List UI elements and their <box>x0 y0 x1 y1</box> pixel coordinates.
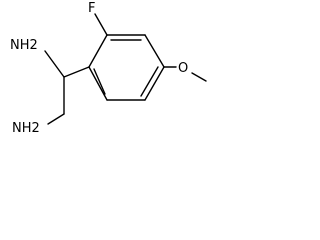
bond-ring-4 <box>144 66 165 101</box>
bond-ring-6 <box>88 66 108 101</box>
structure-diagram: F O NH2 NH2 <box>10 1 207 136</box>
bond-ring-ch <box>63 66 90 78</box>
bond-ch-nh2 <box>44 50 65 78</box>
bond-ring-6-inner <box>93 68 106 95</box>
oxygen-label: O <box>178 61 188 76</box>
bond-ring-3 <box>144 34 165 68</box>
bond-o-ch3 <box>191 72 207 82</box>
bond-c-f <box>94 13 108 36</box>
bond-ring-1 <box>88 34 108 68</box>
amine-top-label: NH2 <box>10 38 38 53</box>
bond-ch2-nh2 <box>47 113 65 125</box>
bonds <box>44 13 207 125</box>
fluorine-label: F <box>88 1 95 16</box>
amine-bottom-label: NH2 <box>12 121 40 136</box>
bond-ring-4-inner <box>140 66 159 97</box>
